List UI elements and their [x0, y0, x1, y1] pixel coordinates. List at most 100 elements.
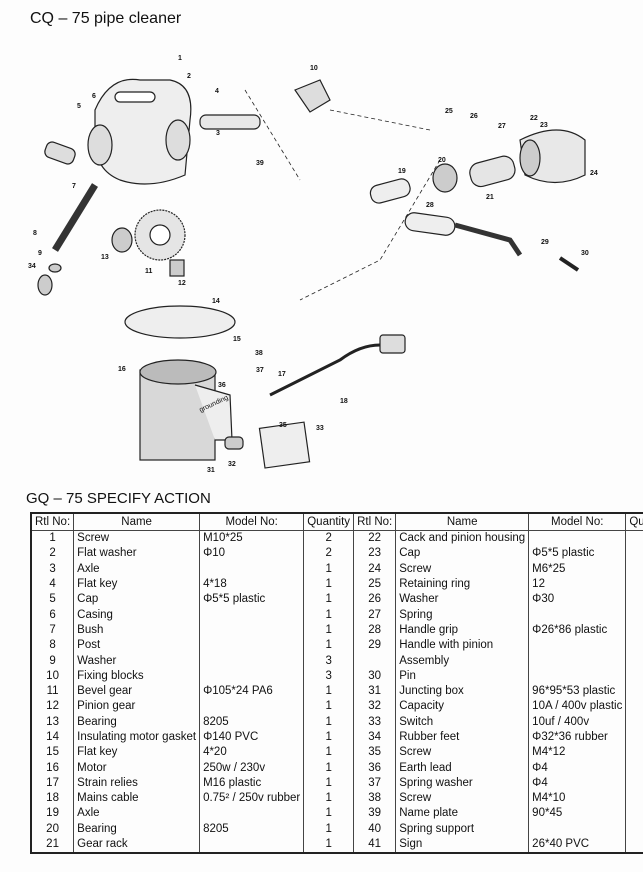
- part-callout: 34: [28, 263, 36, 270]
- quantity-cell: 1: [303, 699, 354, 715]
- model-number-cell: M10*25: [199, 530, 304, 547]
- quantity-cell: [625, 653, 643, 669]
- quantity-cell: 3: [303, 653, 354, 669]
- casing-drawing: [87, 78, 192, 185]
- quantity-cell: 1: [303, 714, 354, 730]
- part-callout: 29: [541, 239, 549, 246]
- column-header: Name: [395, 513, 529, 531]
- part-number-cell: 19: [30, 806, 74, 822]
- part-number-cell: 12: [30, 699, 74, 715]
- model-number-cell: [199, 607, 304, 623]
- part-number-cell: 39: [353, 806, 396, 822]
- quantity-cell: 3: [303, 668, 354, 684]
- part-callout: 3: [216, 130, 220, 137]
- model-number-cell: Φ5*5 plastic: [528, 546, 626, 562]
- part-name-cell: Axle: [73, 561, 200, 577]
- part-name-cell: Insulating motor gasket: [73, 729, 200, 746]
- part-name-cell: Switch: [395, 714, 529, 730]
- part-number-cell: 41: [353, 836, 396, 854]
- model-number-cell: M4*10: [528, 791, 626, 807]
- quantity-cell: 1: [303, 760, 354, 776]
- model-number-cell: 26*40 PVC: [528, 836, 626, 854]
- handle-assembly-drawing: [369, 129, 586, 272]
- model-number-cell: Φ4: [528, 760, 626, 776]
- quantity-cell: 1: [303, 745, 354, 761]
- part-name-cell: Spring support: [395, 821, 529, 837]
- quantity-cell: 2: [303, 546, 354, 562]
- column-header: Name: [73, 513, 200, 531]
- quantity-cell: 1: [625, 821, 643, 837]
- quantity-cell: 1: [303, 576, 354, 593]
- part-number-cell: 32: [353, 699, 396, 715]
- column-header: Rtl No:: [30, 513, 74, 531]
- part-name-cell: Pin: [395, 668, 529, 684]
- model-number-cell: [528, 653, 626, 669]
- column-header: Rtl No:: [353, 513, 396, 531]
- quantity-cell: 1: [625, 607, 643, 623]
- quantity-cell: 1: [625, 791, 643, 807]
- part-name-cell: Screw: [395, 561, 529, 577]
- part-number-cell: 35: [353, 745, 396, 761]
- part-callout: 17: [278, 371, 286, 378]
- part-number-cell: 30: [353, 668, 396, 684]
- quantity-cell: 1: [303, 622, 354, 639]
- part-number-cell: 4: [30, 576, 74, 593]
- model-number-cell: [528, 638, 626, 654]
- quantity-cell: 1: [625, 683, 643, 700]
- part-name-cell: Pinion gear: [73, 699, 200, 715]
- model-number-cell: M16 plastic: [199, 775, 304, 792]
- quantity-cell: 1: [625, 699, 643, 715]
- part-callout: 37: [256, 367, 264, 374]
- quantity-cell: 1: [625, 546, 643, 562]
- part-name-cell: Cap: [73, 592, 200, 608]
- quantity-cell: 1: [625, 592, 643, 608]
- table-row: 6Casing127Spring1: [30, 607, 643, 623]
- part-number-cell: 14: [30, 729, 74, 746]
- quantity-cell: 1: [303, 791, 354, 807]
- column-header: Quantity: [625, 513, 643, 531]
- model-number-cell: Φ32*36 rubber: [528, 729, 626, 746]
- part-callout: 22: [530, 115, 538, 122]
- quantity-cell: 1: [303, 821, 354, 837]
- column-header: Quantity: [303, 513, 354, 531]
- part-number-cell: 36: [353, 760, 396, 776]
- part-name-cell: Handle with pinion: [395, 638, 529, 654]
- model-number-cell: 8205: [199, 821, 304, 837]
- model-number-cell: 4*18: [199, 576, 304, 593]
- part-number-cell: 2: [30, 546, 74, 562]
- part-number-cell: 37: [353, 775, 396, 792]
- part-name-cell: Name plate: [395, 806, 529, 822]
- model-number-cell: M4*12: [528, 745, 626, 761]
- part-number-cell: 22: [353, 530, 396, 547]
- quantity-cell: 1: [625, 530, 643, 547]
- part-callout: 36: [218, 382, 226, 389]
- part-callout: 33: [316, 425, 324, 432]
- part-number-cell: 10: [30, 668, 74, 684]
- quantity-cell: 1: [625, 638, 643, 654]
- part-callout: 8: [33, 230, 37, 237]
- part-name-cell: Bearing: [73, 821, 200, 837]
- part-name-cell: Gear rack: [73, 836, 200, 854]
- part-callout: 15: [233, 336, 241, 343]
- part-callout: 2: [187, 73, 191, 80]
- quantity-cell: 1: [303, 638, 354, 654]
- part-number-cell: 26: [353, 592, 396, 608]
- model-number-cell: Φ140 PVC: [199, 729, 304, 746]
- model-number-cell: Φ5*5 plastic: [199, 592, 304, 608]
- part-number-cell: 6: [30, 607, 74, 623]
- part-name-cell: Spring washer: [395, 775, 529, 792]
- part-callout: 18: [340, 398, 348, 405]
- part-number-cell: 23: [353, 546, 396, 562]
- part-callout: 28: [426, 202, 434, 209]
- part-number-cell: 40: [353, 821, 396, 837]
